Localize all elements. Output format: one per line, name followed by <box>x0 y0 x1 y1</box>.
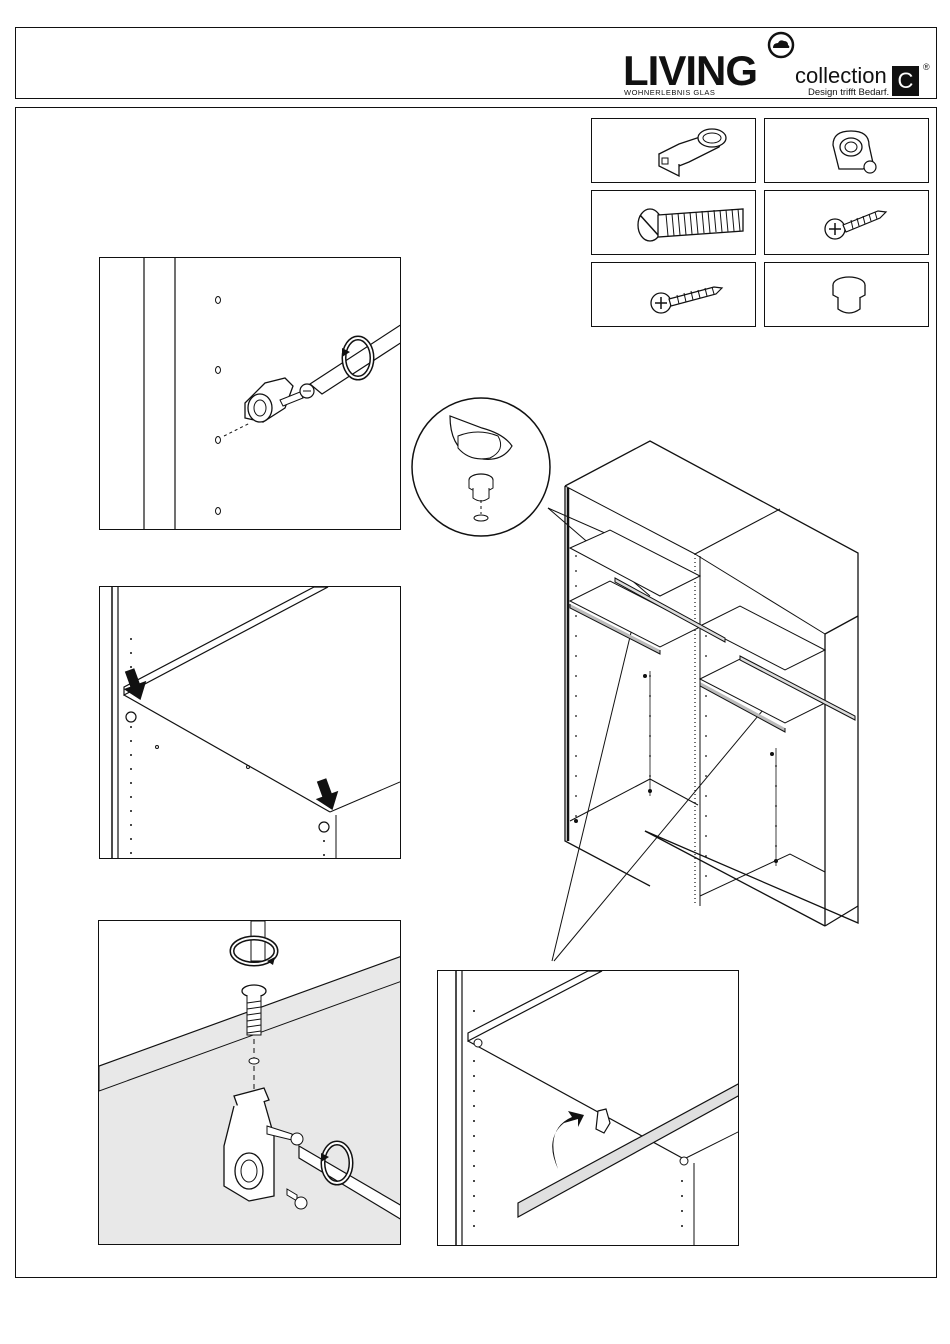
step-1-panel <box>99 257 401 530</box>
brand-name: LIVING <box>623 50 757 92</box>
brand-collection: collection <box>795 63 887 89</box>
short-wood-screw-icon <box>823 203 893 243</box>
part-box-1 <box>591 118 756 183</box>
rotate-arrow-icon <box>338 334 378 382</box>
step-4-panel <box>437 970 739 1246</box>
press-arrow-icon <box>122 669 148 701</box>
cloud-circle-icon <box>764 30 798 60</box>
step-2-drawing <box>100 587 401 859</box>
rod-end-bracket-icon <box>825 125 885 180</box>
part-box-5 <box>591 262 756 327</box>
shelf-pin-detail-circle <box>410 396 552 538</box>
step-4-drawing <box>438 971 739 1246</box>
press-arrow-icon <box>314 779 340 811</box>
brand-subline: WOHNERLEBNIS GLAS <box>624 88 715 97</box>
part-box-6 <box>764 262 929 327</box>
rotate-arrow-icon <box>229 933 279 969</box>
step-3-drawing <box>99 921 401 1245</box>
step-3-panel <box>98 920 401 1245</box>
rotate-arrow-icon <box>317 1139 357 1187</box>
brand-tagline: Design trifft Bedarf. <box>808 87 889 98</box>
machine-screw-icon <box>634 201 749 246</box>
part-box-4 <box>764 190 929 255</box>
brand-registered: ® <box>923 62 930 72</box>
part-box-3 <box>591 190 756 255</box>
part-box-2 <box>764 118 929 183</box>
shelf-pin-icon <box>827 271 871 319</box>
brand-collection-mark: C <box>892 66 919 96</box>
wardrobe-overview-drawing <box>540 436 870 996</box>
step-2-panel <box>99 586 401 859</box>
long-wood-screw-icon <box>647 277 727 317</box>
step-1-drawing <box>100 258 401 530</box>
rotate-arrow-icon <box>538 1111 584 1171</box>
rod-holder-bracket-icon <box>654 124 734 179</box>
